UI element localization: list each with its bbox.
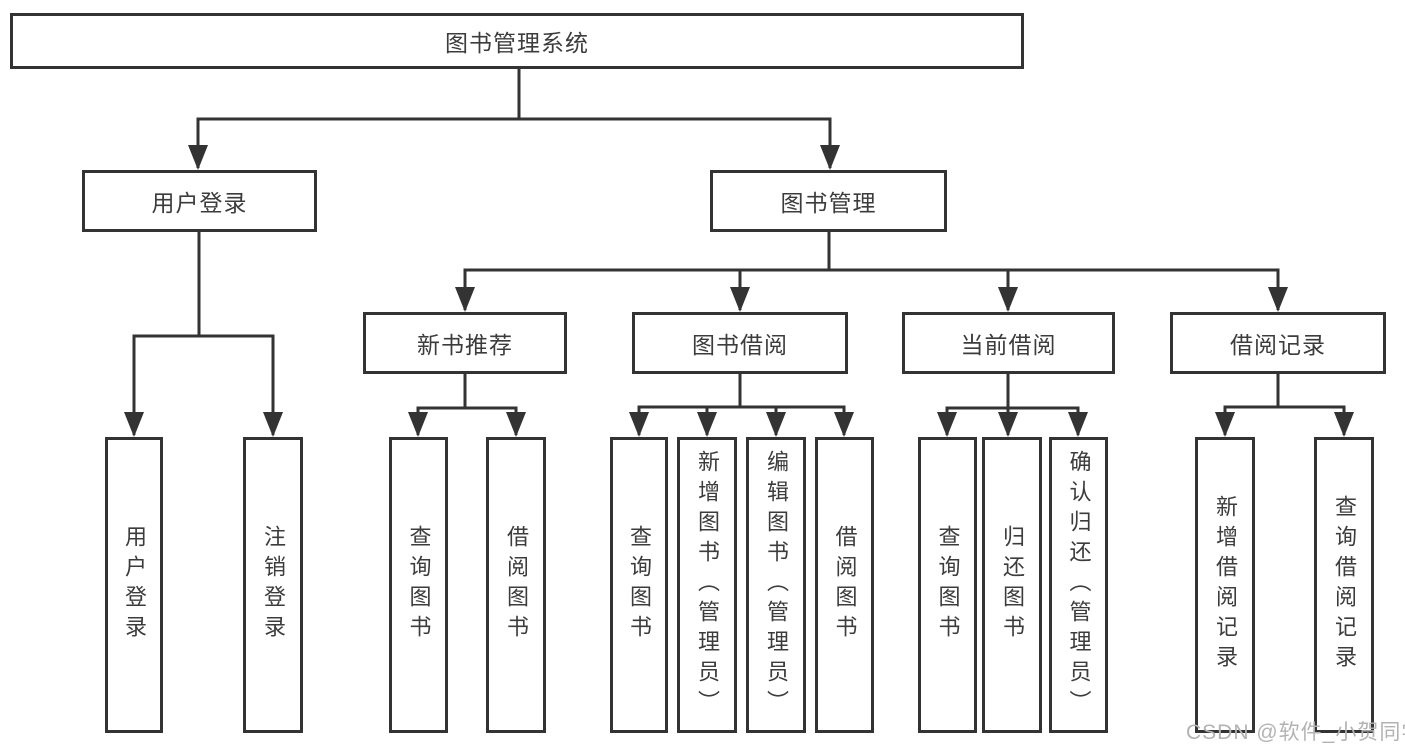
node-root-library-system: 图书管理系统 (10, 13, 1024, 69)
node-book-borrow: 图书借阅 (632, 312, 848, 374)
csdn-watermark: CSDN @软件_小贺同学 (1186, 721, 1405, 744)
node-new-book-recommend: 新书推荐 (363, 312, 567, 374)
node-book-management: 图书管理 (710, 170, 947, 232)
leaf-query-borrow-record: 查询借阅记录 (1314, 437, 1374, 733)
leaf-borrow-book: 借阅图书 (815, 437, 874, 733)
leaf-borrow-book-recommend: 借阅图书 (486, 437, 546, 733)
leaf-return-book: 归还图书 (982, 437, 1042, 733)
leaf-add-borrow-record: 新增借阅记录 (1195, 437, 1255, 733)
leaf-query-book-recommend: 查询图书 (389, 437, 448, 733)
leaf-confirm-return-admin: 确认归还（管理员） (1049, 437, 1108, 733)
leaf-query-book-borrow: 查询图书 (610, 437, 668, 733)
arrowhead-icons (124, 145, 1354, 437)
leaf-logout: 注销登录 (243, 437, 303, 733)
leaf-query-book-current: 查询图书 (918, 437, 977, 733)
node-current-borrow: 当前借阅 (902, 312, 1115, 374)
node-user-login: 用户登录 (82, 170, 317, 232)
leaf-add-book-admin: 新增图书（管理员） (677, 437, 737, 733)
leaf-edit-book-admin: 编辑图书（管理员） (746, 437, 806, 733)
leaf-user-login: 用户登录 (105, 437, 163, 733)
node-borrow-record: 借阅记录 (1170, 312, 1386, 374)
